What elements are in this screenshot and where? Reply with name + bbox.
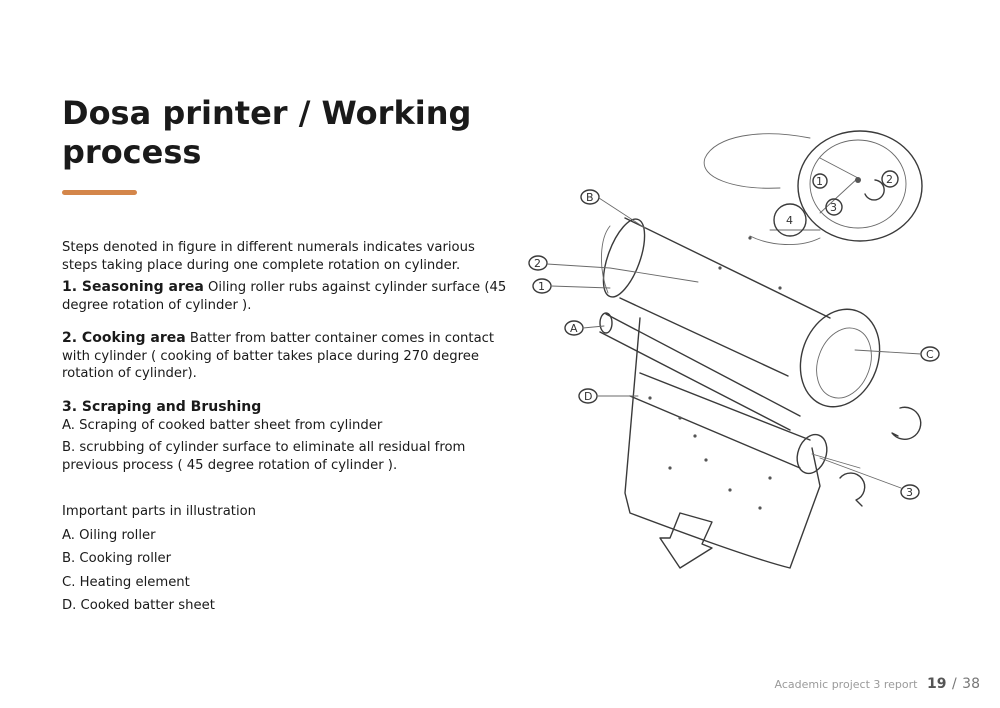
svg-text:2: 2 <box>886 173 893 186</box>
label-2: 2 <box>528 255 699 283</box>
part-item-b: B. Cooking roller <box>62 551 172 566</box>
step-3: 3. Scraping and Brushing A. Scraping of … <box>62 399 512 474</box>
svg-text:1: 1 <box>816 175 823 188</box>
scraper-roller <box>629 372 861 475</box>
label-1: 1 <box>532 278 611 294</box>
side-detail-view <box>703 130 923 246</box>
svg-text:3: 3 <box>830 201 837 214</box>
page-footer: Academic project 3 report 19 / 38 <box>775 676 980 692</box>
step-2-heading: 2. Cooking area <box>62 330 186 346</box>
step-3-heading: 3. Scraping and Brushing <box>62 399 262 415</box>
svg-text:A: A <box>570 322 578 335</box>
page-separator: / <box>951 676 957 692</box>
step-1-text: Oiling roller rubs against cylinder surf… <box>62 280 507 313</box>
step-2: 2. Cooking area Batter from batter conta… <box>62 330 512 383</box>
dosa-printer-sketch: 1 2 3 4 <box>528 130 940 569</box>
oiling-roller <box>599 312 801 431</box>
detail-callout-2: 2 <box>881 170 899 188</box>
detail-callout-4: 4 <box>773 203 807 237</box>
svg-text:2: 2 <box>534 257 541 270</box>
step-1-heading: 1. Seasoning area <box>62 279 204 295</box>
step-2-text: Batter from batter container comes in co… <box>62 331 495 381</box>
part-item-d: D. Cooked batter sheet <box>62 598 215 613</box>
svg-text:1: 1 <box>538 280 545 293</box>
detail-callout-3: 3 <box>825 198 843 216</box>
parts-list: Important parts in illustration A. Oilin… <box>62 503 512 615</box>
label-b: B <box>580 189 646 229</box>
intro-text: Steps denoted in figure in different num… <box>62 240 475 273</box>
label-a: A <box>564 320 605 336</box>
svg-text:D: D <box>584 390 592 403</box>
rotation-arrow-c <box>891 406 922 440</box>
output-arrow <box>659 512 713 569</box>
svg-text:C: C <box>926 348 934 361</box>
detail-callout-1: 1 <box>812 173 828 189</box>
report-name: Academic project 3 report <box>774 678 918 691</box>
parts-intro: Important parts in illustration <box>62 504 257 519</box>
step-3-sub-b: B. scrubbing of cylinder surface to elim… <box>62 440 466 473</box>
page-total: 38 <box>962 676 980 692</box>
batter-texture <box>648 236 782 510</box>
label-d: D <box>578 388 639 404</box>
intro-paragraph: Steps denoted in figure in different num… <box>62 239 512 274</box>
batter-sheet <box>624 317 821 569</box>
cooking-cylinder <box>600 217 881 408</box>
part-item-a: A. Oiling roller <box>62 527 156 543</box>
page-number: 19 <box>926 676 947 692</box>
svg-text:B: B <box>586 191 594 204</box>
label-c: C <box>854 346 940 362</box>
svg-text:4: 4 <box>786 214 793 227</box>
step-3-sub-a: A. Scraping of cooked batter sheet from … <box>62 417 383 433</box>
rotation-arrow-3 <box>839 472 866 507</box>
title-accent-bar <box>62 190 137 195</box>
svg-text:3: 3 <box>906 486 913 499</box>
page-title: Dosa printer / Working process <box>62 94 472 171</box>
label-3: 3 <box>819 457 920 500</box>
step-1: 1. Seasoning area Oiling roller rubs aga… <box>62 279 512 314</box>
part-item-c: C. Heating element <box>62 574 190 590</box>
